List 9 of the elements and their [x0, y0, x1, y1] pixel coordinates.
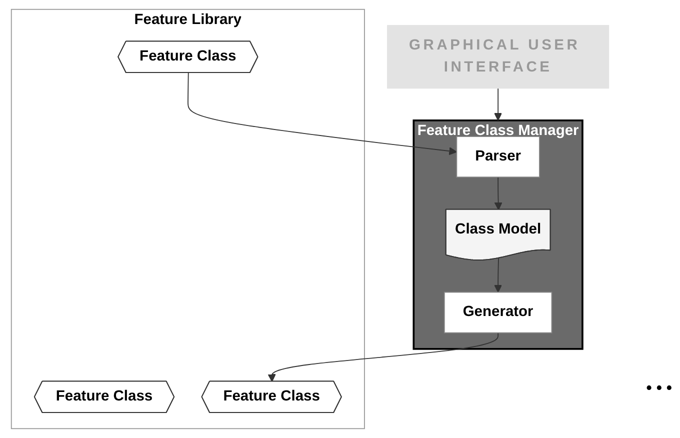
node-box: Parser	[456, 136, 540, 178]
arrow	[188, 72, 458, 156]
node-box: GRAPHICAL USER INTERFACE	[387, 25, 610, 89]
ellipsis: • • •	[646, 380, 672, 397]
arrow	[494, 258, 502, 293]
arrow	[268, 332, 499, 382]
arrow	[494, 176, 502, 210]
arrow	[494, 88, 502, 121]
node-box: Generator	[444, 292, 552, 334]
